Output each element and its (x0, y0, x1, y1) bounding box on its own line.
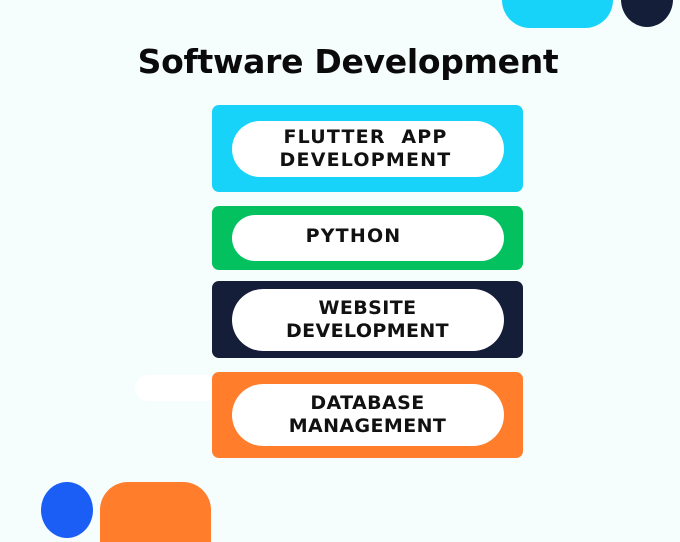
service-label-line2: MANAGEMENT (288, 415, 447, 437)
page-title: Software Development (137, 42, 559, 81)
decorative-blue-circle (41, 482, 93, 538)
service-card-database: DATABASE MANAGEMENT (212, 372, 523, 458)
decorative-navy-circle (621, 0, 673, 27)
decorative-orange-pill (100, 482, 211, 542)
service-label-line1: FLUTTER APP (283, 125, 448, 148)
service-label-pill: WEBSITE DEVELOPMENT (231, 288, 504, 351)
service-label-pill: PYTHON (231, 215, 504, 261)
decorative-cyan-pill (502, 0, 613, 28)
service-label-line1: DATABASE (310, 392, 425, 414)
service-card-python: PYTHON (212, 206, 523, 270)
service-label-pill: FLUTTER APP DEVELOPMENT (231, 120, 504, 177)
decorative-white-pill (135, 375, 220, 401)
service-label-pill: DATABASE MANAGEMENT (231, 384, 504, 446)
service-label-line2: DEVELOPMENT (279, 148, 452, 171)
service-card-website: WEBSITE DEVELOPMENT (212, 281, 523, 358)
service-card-flutter: FLUTTER APP DEVELOPMENT (212, 105, 523, 192)
service-label-line1: WEBSITE (318, 296, 417, 319)
service-label-line1: PYTHON (305, 225, 402, 247)
service-label-line2: DEVELOPMENT (285, 319, 450, 342)
